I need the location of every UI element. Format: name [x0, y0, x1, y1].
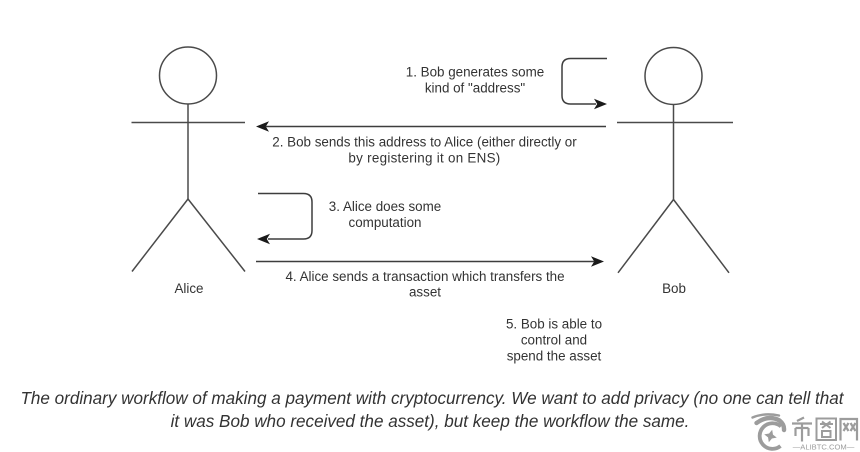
svg-text:3. Alice does some: 3. Alice does some — [329, 199, 441, 214]
svg-text:1. Bob generates some: 1. Bob generates some — [406, 65, 544, 80]
svg-text:it was Bob who received the as: it was Bob who received the asset), but … — [171, 412, 690, 431]
svg-text:kind of "address": kind of "address" — [425, 81, 526, 96]
svg-text:asset: asset — [409, 285, 441, 300]
svg-text:computation: computation — [349, 215, 422, 230]
svg-text:by registering it on ENS): by registering it on ENS) — [348, 151, 500, 166]
svg-text:2. Bob sends this address to A: 2. Bob sends this address to Alice (eith… — [272, 135, 577, 150]
svg-text:5. Bob is able to: 5. Bob is able to — [506, 317, 602, 332]
svg-text:4. Alice sends a transaction w: 4. Alice sends a transaction which trans… — [285, 269, 564, 284]
svg-text:Alice: Alice — [174, 281, 203, 296]
svg-text:Bob: Bob — [662, 281, 686, 296]
svg-text:spend the asset: spend the asset — [507, 349, 602, 364]
svg-text:control and: control and — [521, 333, 587, 348]
svg-text:The ordinary workflow of makin: The ordinary workflow of making a paymen… — [20, 389, 844, 408]
svg-text:—ALIBTC.COM—: —ALIBTC.COM— — [793, 443, 855, 452]
